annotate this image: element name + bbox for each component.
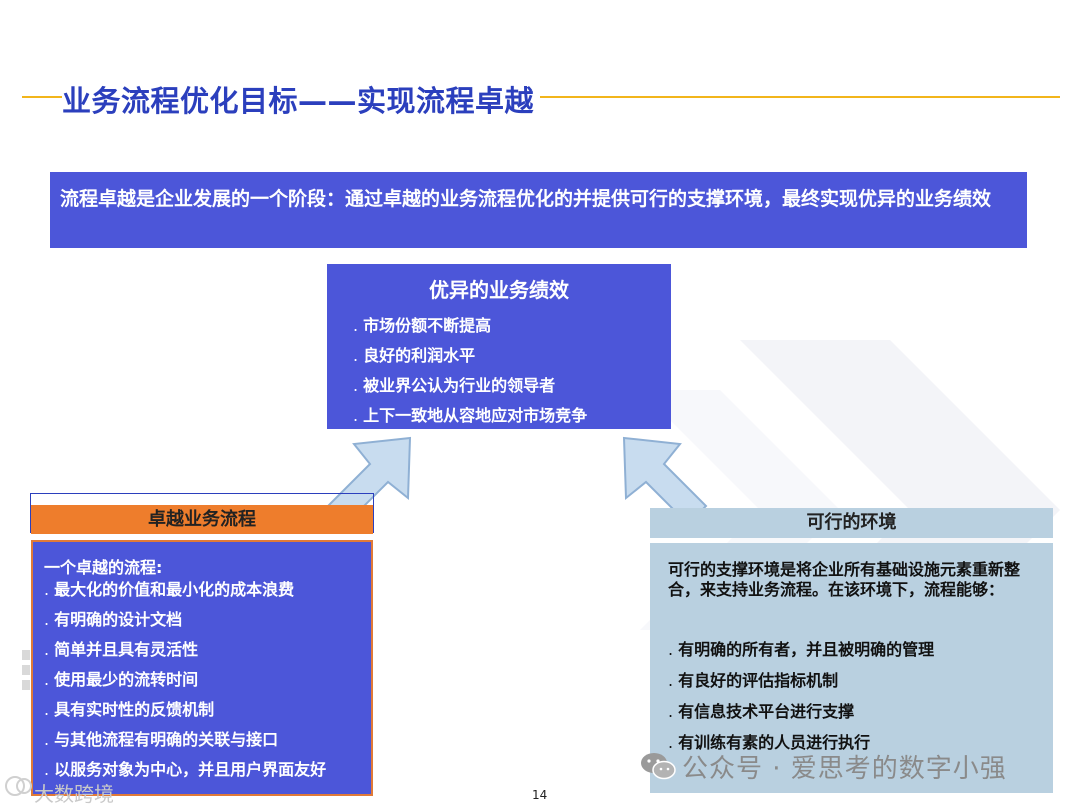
environment-intro: 可行的支撑环境是将企业所有基础设施元素重新整合，来支持业务流程。在该环境下，流程… bbox=[668, 560, 1021, 599]
process-intro: 一个卓越的流程: bbox=[44, 558, 163, 577]
watermark-text: 公众号 · 爱思考的数字小强 bbox=[682, 754, 1007, 784]
process-list: .最大化的价值和最小化的成本浪费 .有明确的设计文档 .简单并且具有灵活性 .使… bbox=[44, 579, 326, 789]
list-item: .上下一致地从容地应对市场竞争 bbox=[353, 406, 588, 425]
list-item: .良好的利润水平 bbox=[353, 346, 476, 365]
list-item: .最大化的价值和最小化的成本浪费 bbox=[44, 580, 295, 599]
list-item: .具有实时性的反馈机制 bbox=[44, 700, 215, 719]
performance-list: .市场份额不断提高 .良好的利润水平 .被业界公认为行业的领导者 .上下一致地从… bbox=[353, 314, 587, 434]
environment-heading: 可行的环境 bbox=[650, 508, 1053, 538]
list-item: .简单并且具有灵活性 bbox=[44, 640, 199, 659]
watermark-logo-icon bbox=[5, 776, 32, 796]
slide-title: 业务流程优化目标——实现流程卓越 bbox=[62, 78, 541, 120]
list-item: .与其他流程有明确的关联与接口 bbox=[44, 730, 279, 749]
summary-banner: 流程卓越是企业发展的一个阶段：通过卓越的业务流程优化的并提供可行的支撑环境，最终… bbox=[50, 172, 1027, 248]
list-item: .有明确的设计文档 bbox=[44, 610, 183, 629]
list-item: .市场份额不断提高 bbox=[353, 316, 492, 335]
list-item: .有明确的所有者，并且被明确的管理 bbox=[668, 640, 935, 659]
performance-box: 优异的业务绩效 .市场份额不断提高 .良好的利润水平 .被业界公认为行业的领导者… bbox=[327, 264, 671, 429]
environment-list: .有明确的所有者，并且被明确的管理 .有良好的评估指标机制 .有信息技术平台进行… bbox=[668, 639, 934, 763]
list-item: .有良好的评估指标机制 bbox=[668, 671, 839, 690]
list-item: .有训练有素的人员进行执行 bbox=[668, 733, 871, 752]
page-number: 14 bbox=[532, 788, 548, 802]
list-item: .被业界公认为行业的领导者 bbox=[353, 376, 556, 395]
process-frame bbox=[30, 493, 374, 533]
process-box: 一个卓越的流程: .最大化的价值和最小化的成本浪费 .有明确的设计文档 .简单并… bbox=[31, 540, 373, 796]
title-underline bbox=[22, 96, 1060, 98]
watermark-left-text: 大数跨境 bbox=[34, 782, 114, 806]
list-item: .使用最少的流转时间 bbox=[44, 670, 199, 689]
performance-title: 优异的业务绩效 bbox=[429, 278, 569, 302]
list-item: .有信息技术平台进行支撑 bbox=[668, 702, 855, 721]
process-heading: 卓越业务流程 bbox=[31, 505, 373, 534]
decor-bars bbox=[22, 650, 30, 690]
list-item: .以服务对象为中心，并且用户界面友好 bbox=[44, 760, 327, 779]
environment-box: 可行的支撑环境是将企业所有基础设施元素重新整合，来支持业务流程。在该环境下，流程… bbox=[650, 543, 1053, 793]
wechat-icon bbox=[641, 753, 676, 780]
